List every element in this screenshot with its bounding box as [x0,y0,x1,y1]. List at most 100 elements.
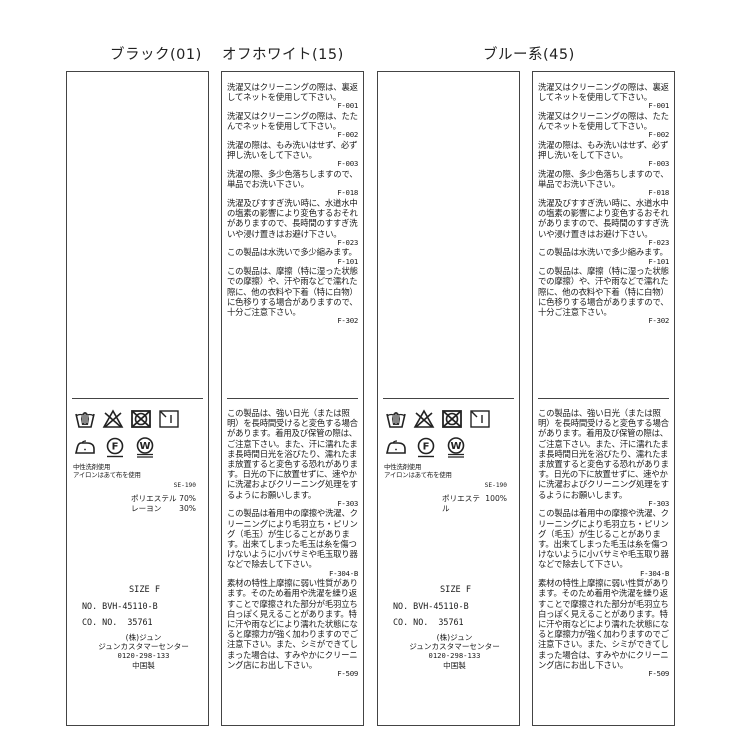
care-instruction-text: この製品は着用中の摩擦や洗濯、クリーニングにより毛羽立ち・ピリング（毛玉）が生じ… [538,508,669,570]
company-name: (株)ジュン [436,633,473,642]
no-bleach-icon [102,408,124,428]
co-number: CO. NO. 35761 [393,617,464,627]
care-instruction-text: 洗濯の際、多少色落ちしますので、単品でお洗い下さい。 [227,169,358,190]
product-info: SIZE F NO. BVH-45110-B CO. NO. 35761 (株)ジュン… [378,585,519,670]
size-text: SIZE F [439,585,472,595]
care-instruction-text: この製品は、摩擦（特に湿った状態での摩擦）や、汗や雨などで濡れた際に、他の衣料や… [538,266,669,318]
care-instruction-text: 素材の特性上摩擦に弱い性質があります。そのため着用や洗濯を繰り返すことで摩擦され… [538,578,669,670]
label-divider [227,398,358,399]
instruction-code: F-023 [337,237,358,247]
wet-clean-w-icon: W [134,436,154,458]
instruction-code: F-509 [648,669,669,679]
care-instruction-text: 洗濯及びすすぎ洗い時に、水道水中の塩素の影響により変色するおそれがありますので、… [227,198,358,239]
svg-text:W: W [450,441,461,452]
care-instruction-text: 洗濯又はクリーニングの際は、裏返してネットを使用して下さい。 [538,82,669,103]
country-of-origin: 中国製 [132,660,155,670]
instruction-code: F-002 [648,130,669,140]
product-number: NO. BVH-45110-B [82,601,158,611]
care-instruction-text: この製品は水洗いで多少縮みます。 [227,247,357,258]
care-notes: 中性洗剤使用アイロンはあて布を使用 [73,463,141,479]
drip-dry-shade-icon [158,408,179,428]
care-instruction-text: この製品は、強い日光（または照明）を長時間受けると変色する場合があります。着用及… [227,408,358,500]
instruction-code: F-303 [648,498,669,508]
fiber-percent: 30% [179,503,196,513]
care-instruction-text: この製品は、強い日光（または照明）を長時間受けると変色する場合があります。着用及… [538,408,669,500]
instruction-code: F-001 [648,101,669,111]
fiber-percent: 70% [179,494,196,503]
se-code: SE-190 [484,482,507,489]
fiber-row: ポリエステル 100% [442,494,507,513]
iron-low-temp-icon [385,436,406,456]
care-note: アイロンはあて布を使用 [73,471,141,479]
phone-number: 0120-298-133 [428,651,481,661]
instruction-code: F-018 [648,188,669,198]
fiber-percent: 100% [485,494,507,503]
instruction-code: F-509 [337,669,358,679]
instruction-code: F-003 [648,159,669,169]
svg-text:W: W [139,441,150,452]
care-instructions-bottom: この製品は、強い日光（または照明）を長時間受けると変色する場合があります。着用及… [538,408,669,679]
dry-clean-f-icon: F [104,436,124,458]
care-note: 中性洗剤使用 [73,463,111,471]
label-divider [383,398,514,399]
care-symbols-row-1 [385,408,490,428]
care-instruction-text: 洗濯又はクリーニングの際は、たたんでネットを使用して下さい。 [538,111,669,132]
hand-wash-basin-icon [74,408,95,428]
instruction-code: F-302 [648,316,669,326]
care-instruction-text: 洗濯及びすすぎ洗い時に、水道水中の塩素の影響により変色するおそれがありますので、… [538,198,669,239]
color-heading-black: ブラック(01) [110,47,202,63]
fiber-name: ポリエステル [442,494,480,513]
no-tumble-dry-icon [130,408,151,428]
color-heading-blue: ブルー系(45) [483,47,575,63]
company-name: (株)ジュン [125,633,162,642]
co-number: CO. NO. 35761 [82,617,153,627]
product-number: NO. BVH-45110-B [393,601,469,611]
care-note: アイロンはあて布を使用 [384,471,452,479]
instruction-code: F-303 [337,498,358,508]
care-symbols-row-1 [74,408,179,428]
care-instruction-text: この製品は、摩擦（特に湿った状態での摩擦）や、汗や雨などで濡れた際に、他の衣料や… [227,266,358,318]
customer-center: ジュンカスタマーセンター [409,642,500,652]
care-instruction-text: 洗濯の際は、もみ洗いはせず、必ず押し洗いをして下さい。 [227,140,358,161]
country-of-origin: 中国製 [443,660,466,670]
care-instruction-text: この製品は水洗いで多少縮みます。 [538,247,668,258]
care-instruction-text: 洗濯の際、多少色落ちしますので、単品でお洗い下さい。 [538,169,669,190]
instruction-code: F-002 [337,130,358,140]
instruction-code: F-304-B [328,568,358,578]
no-tumble-dry-icon [441,408,462,428]
hand-wash-basin-icon [385,408,406,428]
instruction-code: F-018 [337,188,358,198]
instruction-code: F-304-B [639,568,669,578]
instruction-code: F-101 [337,256,358,266]
iron-low-temp-icon [74,436,95,456]
fiber-name: ポリエステル [131,494,177,503]
customer-center: ジュンカスタマーセンター [98,642,189,652]
size-text: SIZE F [128,585,161,595]
no-bleach-icon [413,408,435,428]
care-instruction-text: 洗濯又はクリーニングの際は、裏返してネットを使用して下さい。 [227,82,358,103]
fiber-composition: ポリエステル 100% [442,494,507,513]
instruction-code: F-302 [337,316,358,326]
drip-dry-shade-icon [469,408,490,428]
care-notes: 中性洗剤使用アイロンはあて布を使用 [384,463,452,479]
svg-text:F: F [423,442,430,453]
instruction-code: F-101 [648,256,669,266]
instruction-code: F-001 [337,101,358,111]
wet-clean-w-icon: W [445,436,465,458]
care-instruction-text: 洗濯又はクリーニングの際は、たたんでネットを使用して下さい。 [227,111,358,132]
svg-text:F: F [112,442,119,453]
care-instruction-text: この製品は着用中の摩擦や洗濯、クリーニングにより毛羽立ち・ピリング（毛玉）が生じ… [227,508,358,570]
care-note: 中性洗剤使用 [384,463,422,471]
phone-number: 0120-298-133 [117,651,170,661]
label-divider [72,398,203,399]
